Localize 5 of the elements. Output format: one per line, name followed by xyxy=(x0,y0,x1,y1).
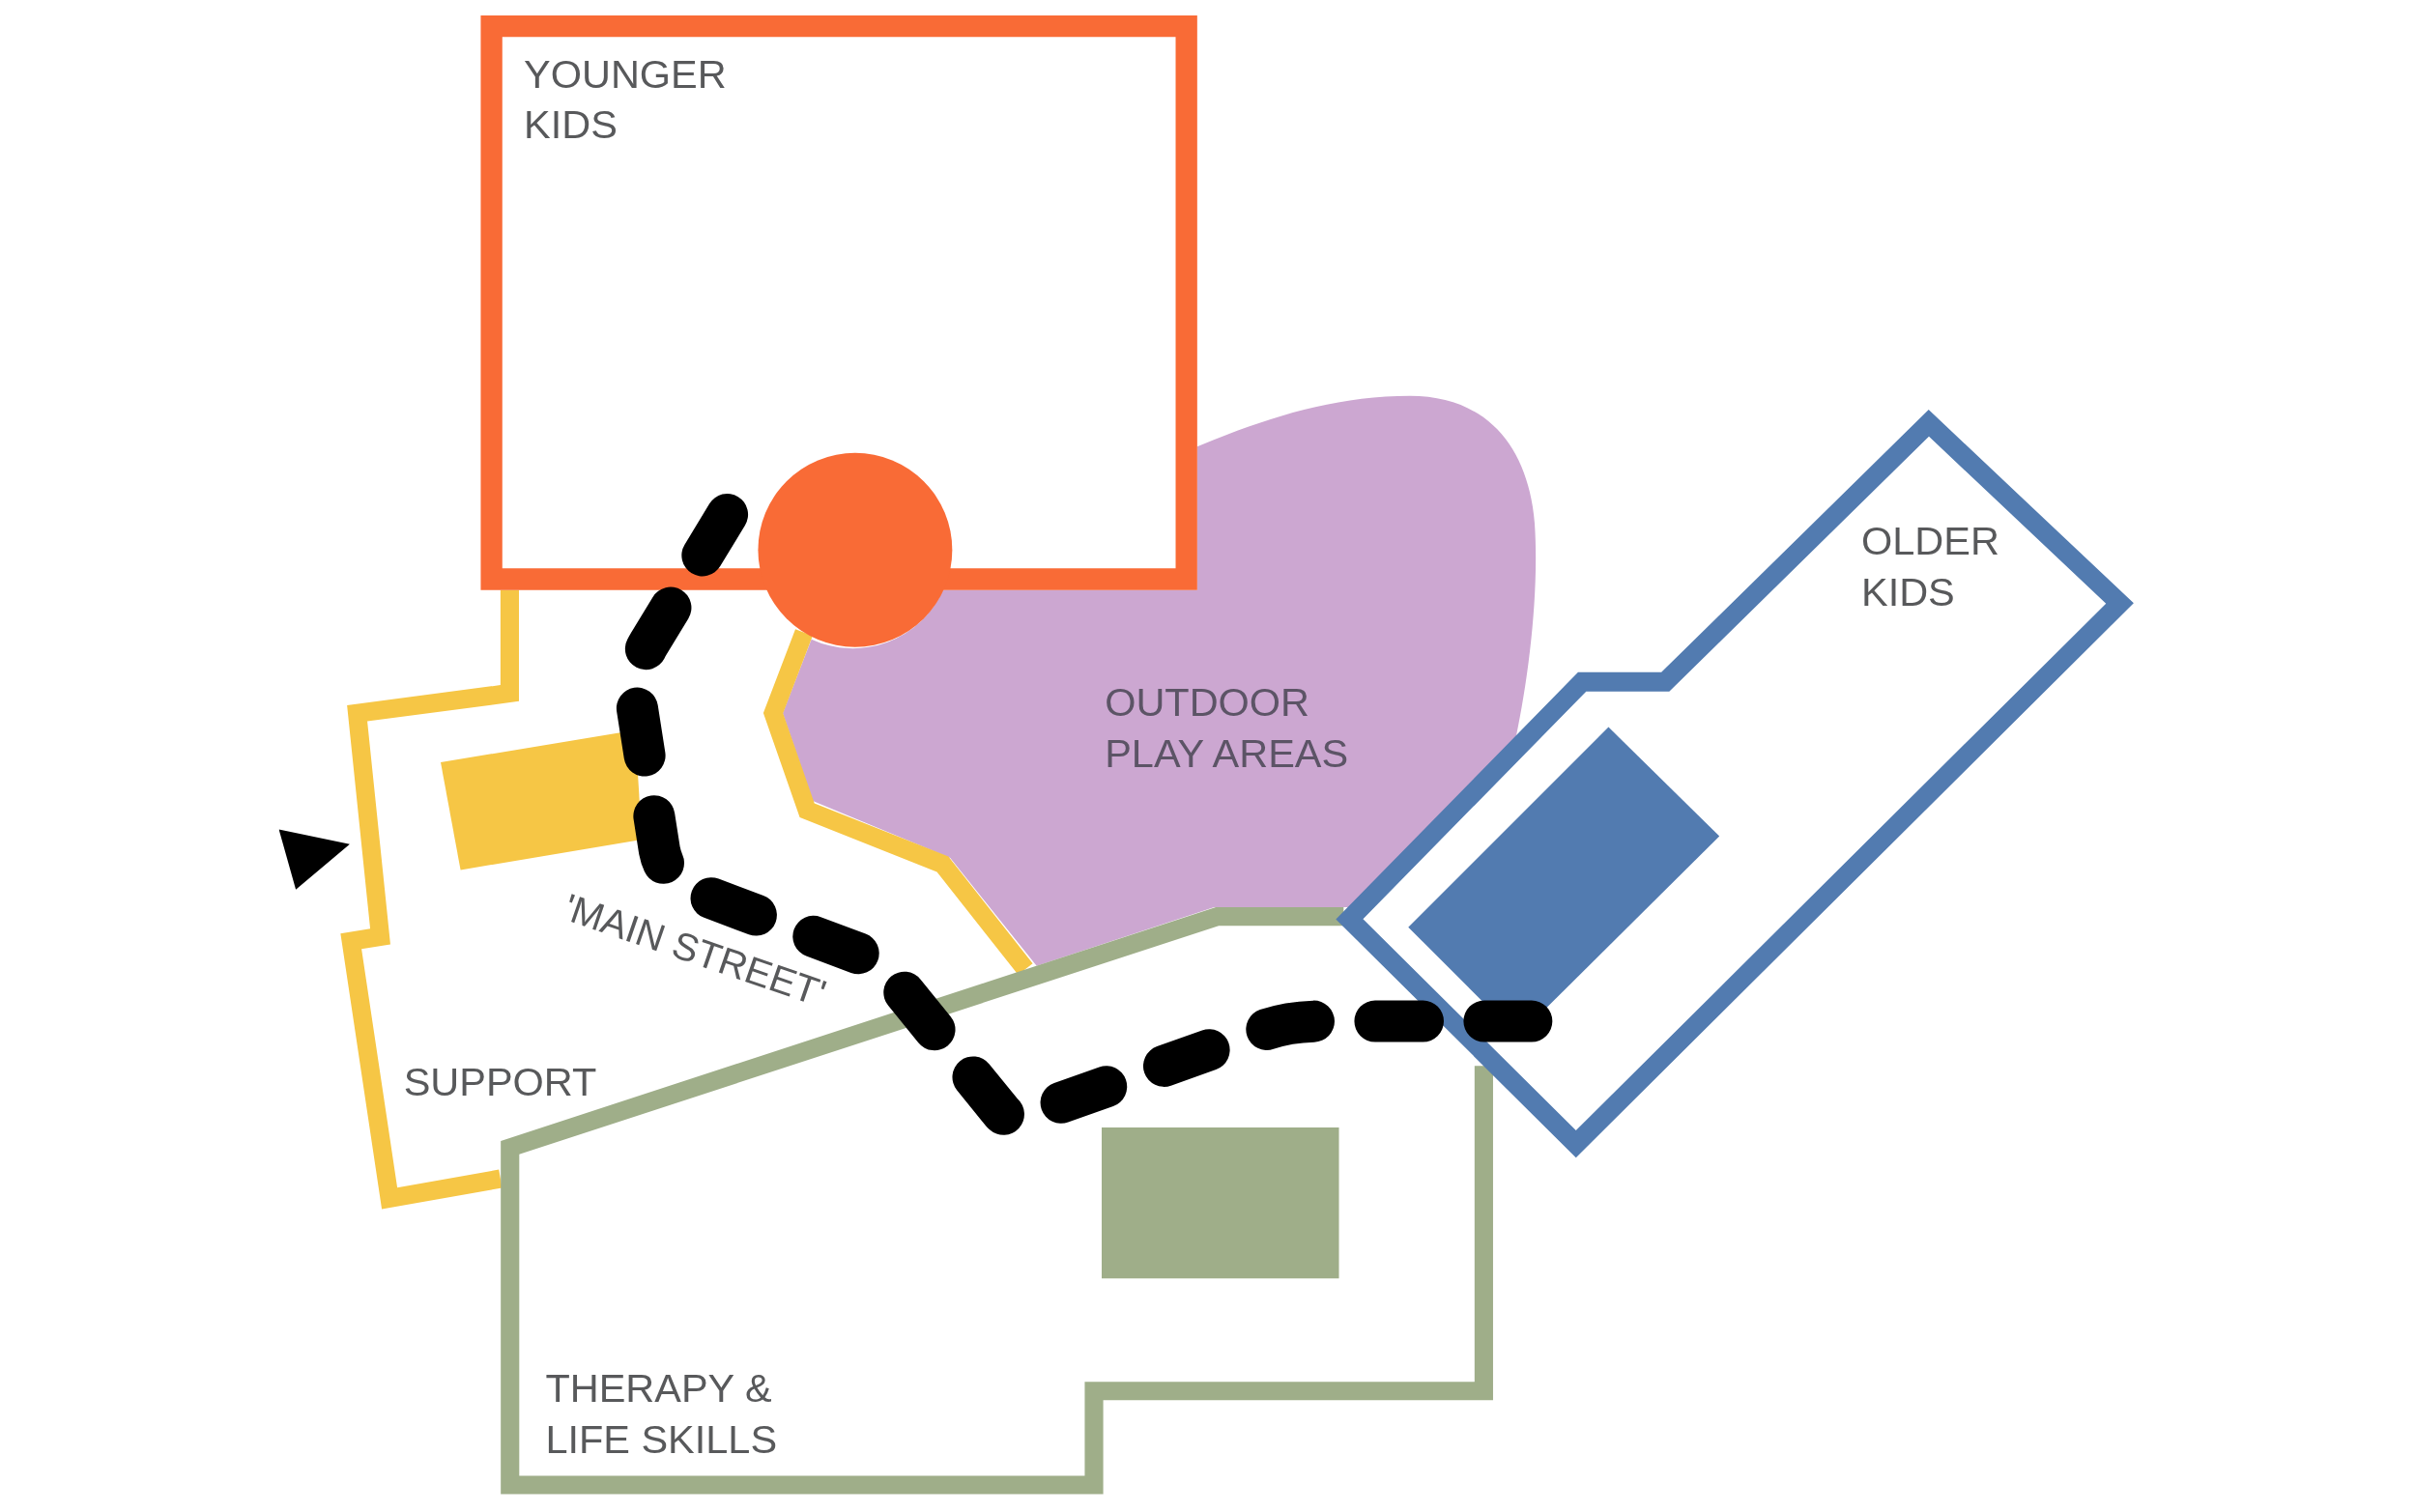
zone-label: YOUNGER KIDS xyxy=(524,49,728,151)
zone-label: OUTDOOR PLAY AREAS xyxy=(1105,678,1350,779)
zone-label: SUPPORT xyxy=(403,1057,597,1107)
zone-label: OLDER KIDS xyxy=(1861,516,2000,617)
zone-label: THERAPY & LIFE SKILLS xyxy=(545,1363,779,1465)
